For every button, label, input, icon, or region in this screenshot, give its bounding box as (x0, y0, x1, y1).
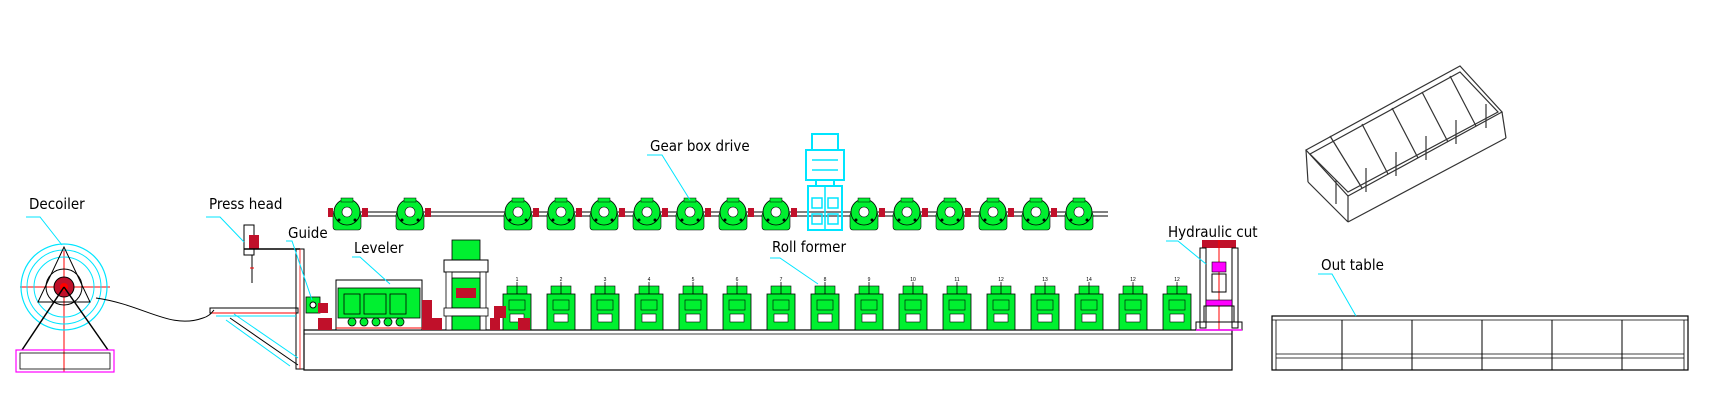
station-number: 13 (1042, 277, 1048, 283)
station-number: 3 (604, 277, 607, 283)
gear-box (849, 197, 885, 231)
gear-box (675, 197, 711, 231)
label-decoiler: Decoiler (29, 195, 85, 213)
gear-box (589, 197, 625, 231)
station-number: 9 (868, 277, 871, 283)
label-leveler: Leveler (354, 239, 404, 257)
station-number: 2 (560, 277, 563, 283)
label-hydraulic-cut: Hydraulic cut (1168, 223, 1258, 241)
drive-coupling (494, 306, 506, 318)
station-number: 10 (910, 277, 916, 283)
callout-leaders (26, 154, 1357, 317)
coupling (662, 208, 668, 217)
roll-station: 4 (634, 277, 664, 331)
decoiler-machine (15, 243, 115, 373)
coupling (705, 208, 711, 217)
guide-machine (305, 296, 332, 330)
gear-box (978, 197, 1014, 231)
roll-station: 2 (546, 277, 576, 331)
coupling (1008, 208, 1014, 217)
leveler-machine (335, 279, 432, 331)
roll-station: 12 (986, 277, 1016, 331)
roll-station: 10 (898, 277, 928, 331)
gear-box (761, 197, 797, 231)
coupling (922, 208, 928, 217)
label-roll-former: Roll former (772, 238, 846, 256)
coupling (791, 208, 797, 217)
station-number: 14 (1086, 277, 1092, 283)
label-out-table: Out table (1321, 256, 1384, 274)
coupling (965, 208, 971, 217)
gear-box (892, 197, 928, 231)
roll-station: 14 (1074, 277, 1104, 331)
roll-station: 12 (1162, 277, 1192, 331)
product-isometric (1305, 65, 1507, 223)
roll-station: 8 (810, 277, 840, 331)
station-number: 8 (824, 277, 827, 283)
station-number: 7 (780, 277, 783, 283)
label-press-head: Press head (209, 195, 282, 213)
station-number: 12 (1130, 277, 1136, 283)
gear-box-drive-row (328, 197, 1108, 231)
coupling (748, 208, 754, 217)
drive-motor (805, 133, 845, 231)
label-guide: Guide (288, 224, 328, 242)
coupling (619, 208, 625, 217)
coupling (362, 208, 368, 217)
roll-station: 12 (1118, 277, 1148, 331)
gear-box (1021, 197, 1057, 231)
roll-station: 9 (854, 277, 884, 331)
hydraulic-cut-machine (1195, 240, 1243, 331)
gear-box (718, 197, 754, 231)
coupling (879, 208, 885, 217)
gear-box (546, 197, 582, 231)
roll-station: 13 (1030, 277, 1060, 331)
station-number: 12 (1174, 277, 1180, 283)
coupling (576, 208, 582, 217)
press-stand-machine (432, 239, 500, 331)
gear-box (395, 197, 431, 231)
coupling (425, 208, 431, 217)
gear-box (935, 197, 971, 231)
station-number: 1 (516, 277, 519, 283)
label-gear-box-drive: Gear box drive (650, 137, 750, 155)
station-number: 6 (736, 277, 739, 283)
station-number: 4 (648, 277, 651, 283)
station-number: 11 (954, 277, 959, 283)
station-number: 12 (998, 277, 1004, 283)
out-table (1271, 315, 1689, 371)
roll-station: 7 (766, 277, 796, 331)
coupling (328, 208, 333, 217)
machine-bed (303, 329, 1233, 371)
gear-box (332, 197, 368, 231)
roll-station: 6 (722, 277, 752, 331)
coupling (1051, 208, 1057, 217)
roll-station: 11 (942, 277, 972, 331)
drive-coupling (518, 318, 530, 330)
roll-station: 5 (678, 277, 708, 331)
press-head-machine (209, 224, 305, 370)
gear-box (503, 197, 539, 231)
station-number: 5 (692, 277, 695, 283)
gear-box (632, 197, 668, 231)
roll-station: 3 (590, 277, 620, 331)
gear-box (1064, 197, 1094, 231)
coupling (533, 208, 539, 217)
